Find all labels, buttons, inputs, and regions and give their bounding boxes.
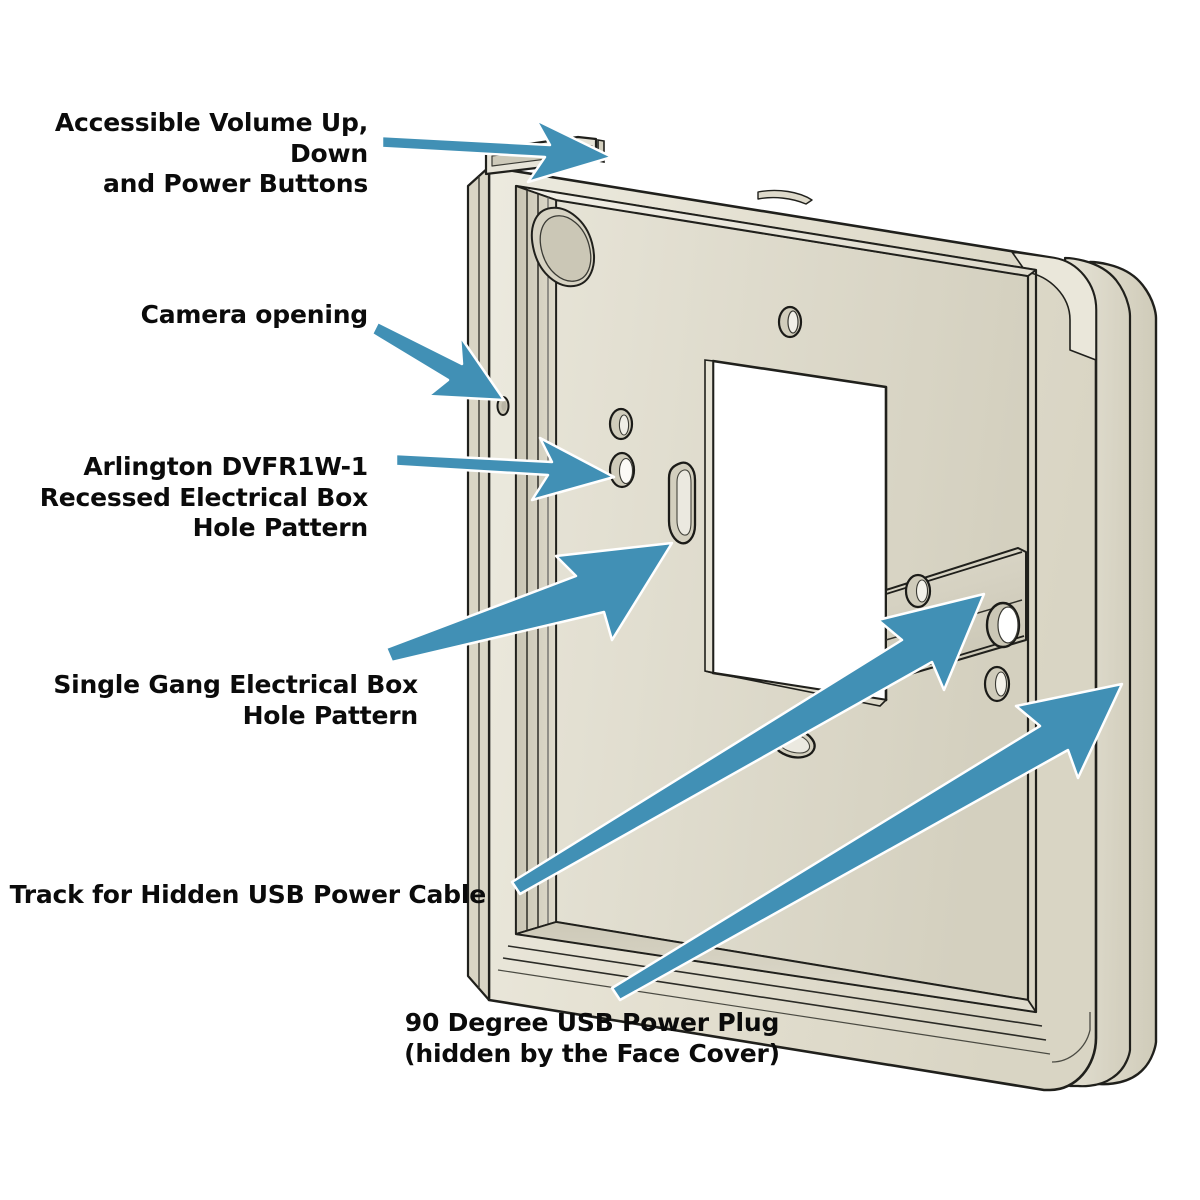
callout-label-volume-power-buttons: Accessible Volume Up, Down and Power But… xyxy=(54,108,368,198)
arrow-single-gang-hole-pattern xyxy=(384,541,674,664)
top-rail-relief xyxy=(757,189,813,205)
bottom-right-corner-accent xyxy=(1051,1012,1091,1063)
callout-label-single-gang-hole-pattern: Single Gang Electrical Box Hole Pattern xyxy=(53,670,418,730)
recess-left-wall xyxy=(515,185,557,935)
bottom-lip-groove-3 xyxy=(497,969,1051,1055)
arrow-arlington-hole-pattern xyxy=(394,436,616,502)
upper-center-screw-hole-bore xyxy=(787,310,799,334)
single-gang-upper-slot-bore xyxy=(676,469,692,536)
top-right-corner-highlight xyxy=(1011,251,1097,361)
callout-label-arlington-hole-pattern: Arlington DVFR1W-1 Recessed Electrical B… xyxy=(39,452,368,542)
arrow-usb-cable-track xyxy=(510,592,986,896)
callout-arrows xyxy=(370,118,1124,1002)
arrow-volume-power-buttons xyxy=(380,118,614,184)
bottom-lip-groove-2 xyxy=(502,957,1047,1041)
center-cutout-left-thickness xyxy=(704,359,714,675)
usb-track-hole-upper-bore xyxy=(915,579,929,603)
recess-bottom-wall xyxy=(515,921,1037,1013)
bottom-lip-groove-1 xyxy=(507,945,1043,1027)
usb-track-hole-lower-bore xyxy=(994,671,1008,697)
camera-opening-hole-inner xyxy=(501,401,507,411)
callout-label-usb-cable-track: Track for Hidden USB Power Cable xyxy=(9,880,487,909)
arlington-upper-hole-bore xyxy=(618,414,630,436)
arrow-usb-power-plug xyxy=(610,682,1124,1002)
arlington-lower-hole-bore xyxy=(618,457,634,485)
usb-track-hole-center-bore xyxy=(997,606,1019,644)
arrow-camera-opening xyxy=(370,320,506,402)
callout-label-camera-opening: Camera opening xyxy=(140,300,369,329)
center-display-cutout xyxy=(711,359,888,702)
callout-label-usb-power-plug: 90 Degree USB Power Plug (hidden by the … xyxy=(404,1008,780,1068)
internal-speaker-pocket-inner xyxy=(539,215,592,282)
